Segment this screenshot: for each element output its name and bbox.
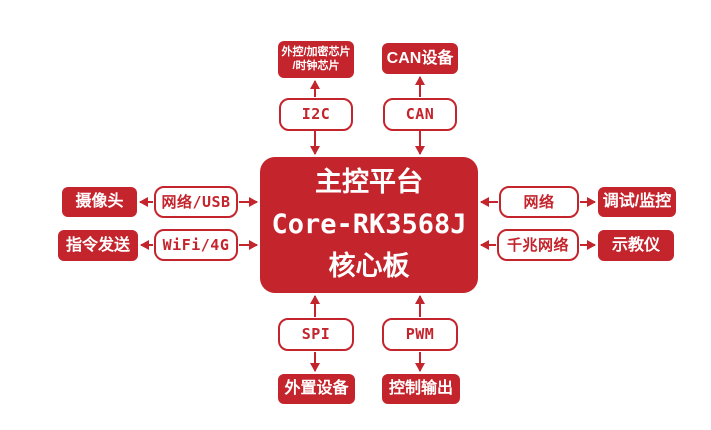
central-subtitle: 核心板	[328, 250, 410, 282]
interface-box-wifi-4g: WiFi/4G	[154, 229, 238, 261]
device-label: 控制输出	[388, 380, 453, 398]
device-box-debug-monitor: 调试/监控	[598, 187, 676, 217]
device-box-teach-pendant: 示教仪	[598, 230, 674, 261]
interface-box-gigabit-network: 千兆网络	[497, 229, 579, 261]
device-box-command-sending: 指令发送	[58, 230, 138, 261]
device-label: 示教仪	[611, 236, 660, 254]
device-label-line2: /时钟芯片	[292, 59, 340, 72]
central-platform-box: 主控平台 Core-RK3568J 核心板	[260, 157, 478, 293]
interface-label: 网络	[523, 192, 555, 211]
interface-label: CAN	[405, 105, 435, 124]
interface-box-spi: SPI	[278, 318, 354, 351]
interface-label: WiFi/4G	[162, 235, 230, 254]
interface-box-i2c: I2C	[279, 98, 353, 131]
device-label: 调试/监控	[602, 193, 672, 211]
interface-box-can: CAN	[383, 98, 457, 131]
device-box-external-devices: 外置设备	[278, 374, 355, 404]
interface-box-network-usb: 网络/USB	[154, 186, 238, 218]
interface-box-pwm: PWM	[382, 318, 458, 351]
device-box-control-output: 控制输出	[382, 374, 460, 404]
device-label: 指令发送	[65, 236, 130, 254]
central-model: Core-RK3568J	[271, 209, 467, 241]
interface-label: 千兆网络	[506, 235, 569, 254]
interface-label: SPI	[301, 325, 331, 344]
device-box-external-control-chips: 外控/加密芯片 /时钟芯片	[278, 41, 354, 78]
interface-label: 网络/USB	[161, 192, 231, 211]
device-label-line1: 外控/加密芯片	[281, 45, 351, 58]
device-label: 摄像头	[75, 193, 124, 211]
device-box-camera: 摄像头	[62, 187, 137, 217]
interface-label: PWM	[405, 325, 435, 344]
central-title: 主控平台	[315, 167, 423, 199]
device-label: CAN设备	[386, 49, 454, 67]
interface-box-network: 网络	[499, 186, 579, 218]
device-label: 外置设备	[284, 380, 349, 398]
device-box-can-device: CAN设备	[382, 43, 458, 74]
interface-label: I2C	[301, 105, 331, 124]
